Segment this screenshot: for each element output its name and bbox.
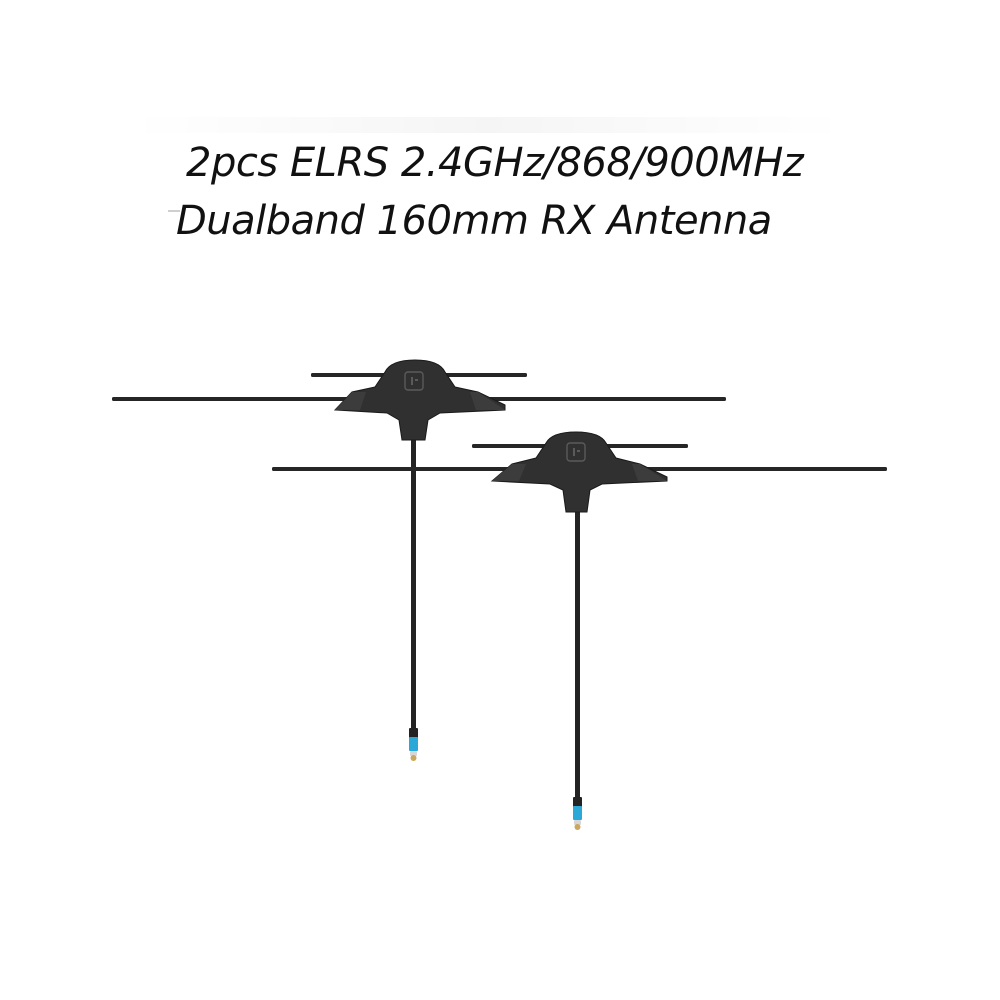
antenna-2-cable: [575, 510, 580, 797]
antenna-1-housing: [333, 359, 506, 441]
product-title: 2pcs ELRS 2.4GHz/868/900MHz Dualband 160…: [0, 128, 1000, 248]
ghost-text-strip: [128, 117, 848, 133]
antenna-2-connector-tip: [574, 824, 581, 830]
antenna-2: [272, 431, 887, 830]
antenna-2-wing-right: [632, 464, 667, 481]
antenna-1: [112, 359, 726, 761]
title-line-1: 2pcs ELRS 2.4GHz/868/900MHz: [186, 140, 804, 186]
antenna-1-cable: [411, 440, 416, 728]
antenna-1-wing-right: [470, 392, 505, 410]
antenna-1-logo-icon: [404, 371, 424, 391]
antenna-2-housing: [490, 431, 668, 513]
ghost-dash: [168, 210, 180, 212]
antenna-2-wing-left: [492, 464, 526, 481]
antenna-1-wing-left: [335, 392, 366, 410]
antenna-1-connector-tip: [410, 755, 417, 761]
antenna-2-connector: [573, 806, 582, 820]
antenna-1-connector: [409, 737, 418, 751]
title-line-2: Dualband 160mm RX Antenna: [176, 198, 772, 244]
antenna-2-logo-icon: [566, 442, 586, 462]
